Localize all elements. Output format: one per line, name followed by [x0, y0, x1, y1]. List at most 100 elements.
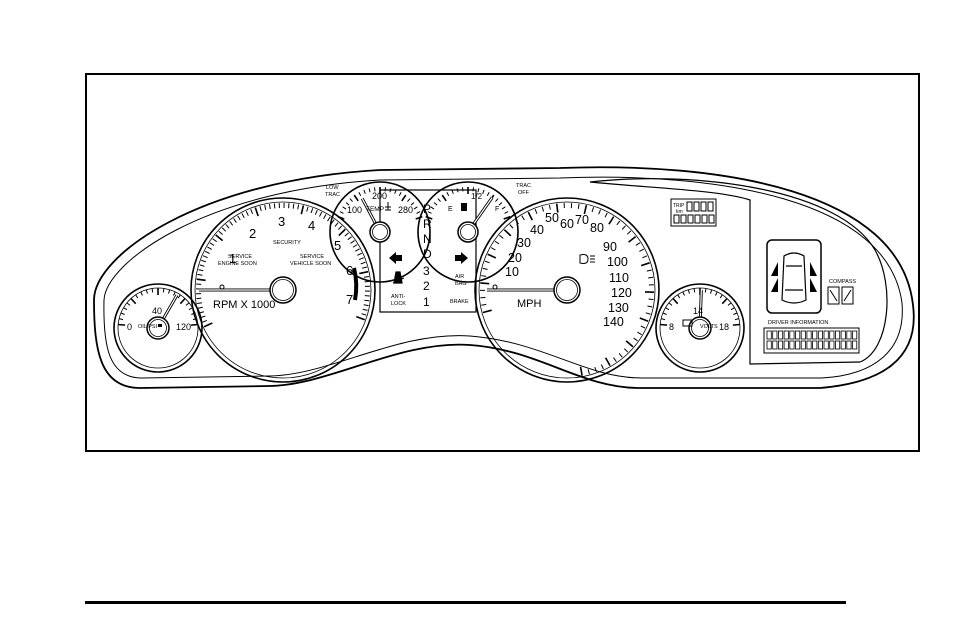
g-tach-tick	[197, 306, 203, 309]
odometer-digit	[701, 214, 708, 224]
car-display-frame	[766, 239, 822, 314]
g-oil-tick	[168, 289, 171, 294]
trip-digit	[693, 201, 700, 212]
speedo-number-30: 30	[517, 236, 531, 250]
g-tach-tick	[229, 221, 234, 226]
speedo-number-120: 120	[611, 286, 632, 300]
g-volts-tick	[730, 307, 735, 311]
speedo-number-130: 130	[608, 301, 629, 315]
g-speed-tick	[598, 209, 602, 215]
brake-label: BRAKE	[450, 299, 469, 305]
dic-char-cell	[812, 340, 818, 350]
g-speed-tick	[648, 298, 654, 301]
g-tach-tick	[221, 227, 227, 232]
g-tach-tick	[344, 232, 349, 237]
g-speed-tick	[621, 225, 626, 230]
g-tach-tick	[202, 319, 208, 323]
dic-char-cell	[806, 340, 812, 350]
cluster-housing-inner	[103, 176, 903, 379]
g-oil-tick	[173, 291, 176, 296]
g-temp-tick	[407, 198, 411, 202]
g-speed-bezel-inner	[478, 201, 656, 379]
g-oil-tick	[118, 323, 126, 326]
oil-mid-label: 40	[152, 306, 162, 316]
dic-char-cell	[846, 330, 852, 340]
compass-label: COMPASS	[829, 279, 856, 285]
g-volts-tick	[710, 289, 713, 294]
antilock-label-1: ANTI-	[391, 294, 406, 300]
g-fuel-tick	[456, 188, 459, 193]
g-tach-tick	[357, 252, 363, 256]
g-fuel-hub-inner	[460, 224, 476, 240]
g-speed-tick	[628, 235, 637, 243]
trip-km-label: km	[676, 209, 683, 215]
g-fuel-tick	[504, 211, 509, 214]
g-tach-tick	[259, 205, 262, 212]
compass-segment-left	[829, 289, 838, 302]
g-speed-tick	[647, 305, 653, 308]
g-oil-tick	[192, 318, 198, 321]
g-speed-bezel	[474, 197, 660, 383]
dic-char-cell	[817, 340, 823, 350]
trip-odometer-display	[670, 198, 717, 227]
fuel-empty-label: E	[448, 206, 453, 213]
g-tach-tick	[196, 302, 203, 304]
tach-number-7: 7	[346, 292, 353, 307]
g-oil-tick	[126, 302, 131, 306]
g-fuel-tick	[446, 192, 450, 197]
g-volts-tick	[662, 312, 667, 315]
g-volts-tick	[704, 288, 707, 293]
g-tach-tick	[196, 278, 206, 282]
g-speed-tick	[555, 203, 559, 213]
g-speed-tick	[637, 331, 642, 336]
g-fuel-tick	[430, 206, 435, 210]
g-fuel-hub	[457, 221, 479, 243]
dic-frame	[763, 327, 860, 354]
g-oil-tick	[188, 307, 193, 311]
compass-display-left	[827, 286, 840, 305]
speedo-number-100: 100	[607, 255, 628, 269]
dic-char-cell	[772, 340, 778, 350]
odometer-digit	[708, 214, 715, 224]
g-tach-hub	[269, 276, 297, 304]
g-temp-tick	[349, 198, 353, 202]
dic-char-cell	[840, 340, 846, 350]
g-tach-tick	[352, 244, 358, 248]
dic-char-cell	[823, 330, 829, 340]
g-speed-tick	[509, 224, 514, 229]
dic-char-cell	[840, 330, 846, 340]
g-speed-tick	[481, 303, 487, 306]
g-fuel-tick	[482, 189, 485, 194]
g-temp-tick	[410, 202, 415, 206]
g-temp-tick	[394, 189, 397, 194]
tach-number-5: 5	[334, 238, 341, 253]
service-engine-label-2: ENGINE SOON	[218, 261, 257, 267]
dic-char-cell	[846, 340, 852, 350]
temp-min-label: 100	[347, 205, 362, 215]
g-volts-tick	[682, 291, 685, 296]
tach-number-1: 1	[229, 251, 236, 266]
g-fuel-tick	[427, 211, 432, 214]
tach-number-3: 3	[278, 214, 285, 229]
g-temp-tick	[337, 215, 345, 220]
dic-char-cell	[800, 330, 806, 340]
g-volts-tick	[721, 297, 728, 305]
g-speed-tick	[579, 366, 583, 376]
speedo-number-90: 90	[603, 240, 617, 254]
g-speed-tick	[639, 248, 645, 252]
dic-char-cell	[789, 330, 795, 340]
dic-char-cell	[829, 330, 835, 340]
g-speed-tick	[646, 269, 652, 272]
g-tach-tick	[202, 255, 208, 259]
g-tach-tick	[225, 224, 230, 229]
g-fuel-tick	[503, 215, 511, 220]
speedo-number-110: 110	[609, 271, 629, 285]
g-fuel-tick	[425, 215, 433, 220]
dic-char-cell	[766, 330, 772, 340]
g-volts-tick	[734, 318, 740, 321]
dic-char-cell	[835, 330, 841, 340]
g-temp-hub	[369, 221, 391, 243]
g-speed-tick	[591, 206, 595, 213]
